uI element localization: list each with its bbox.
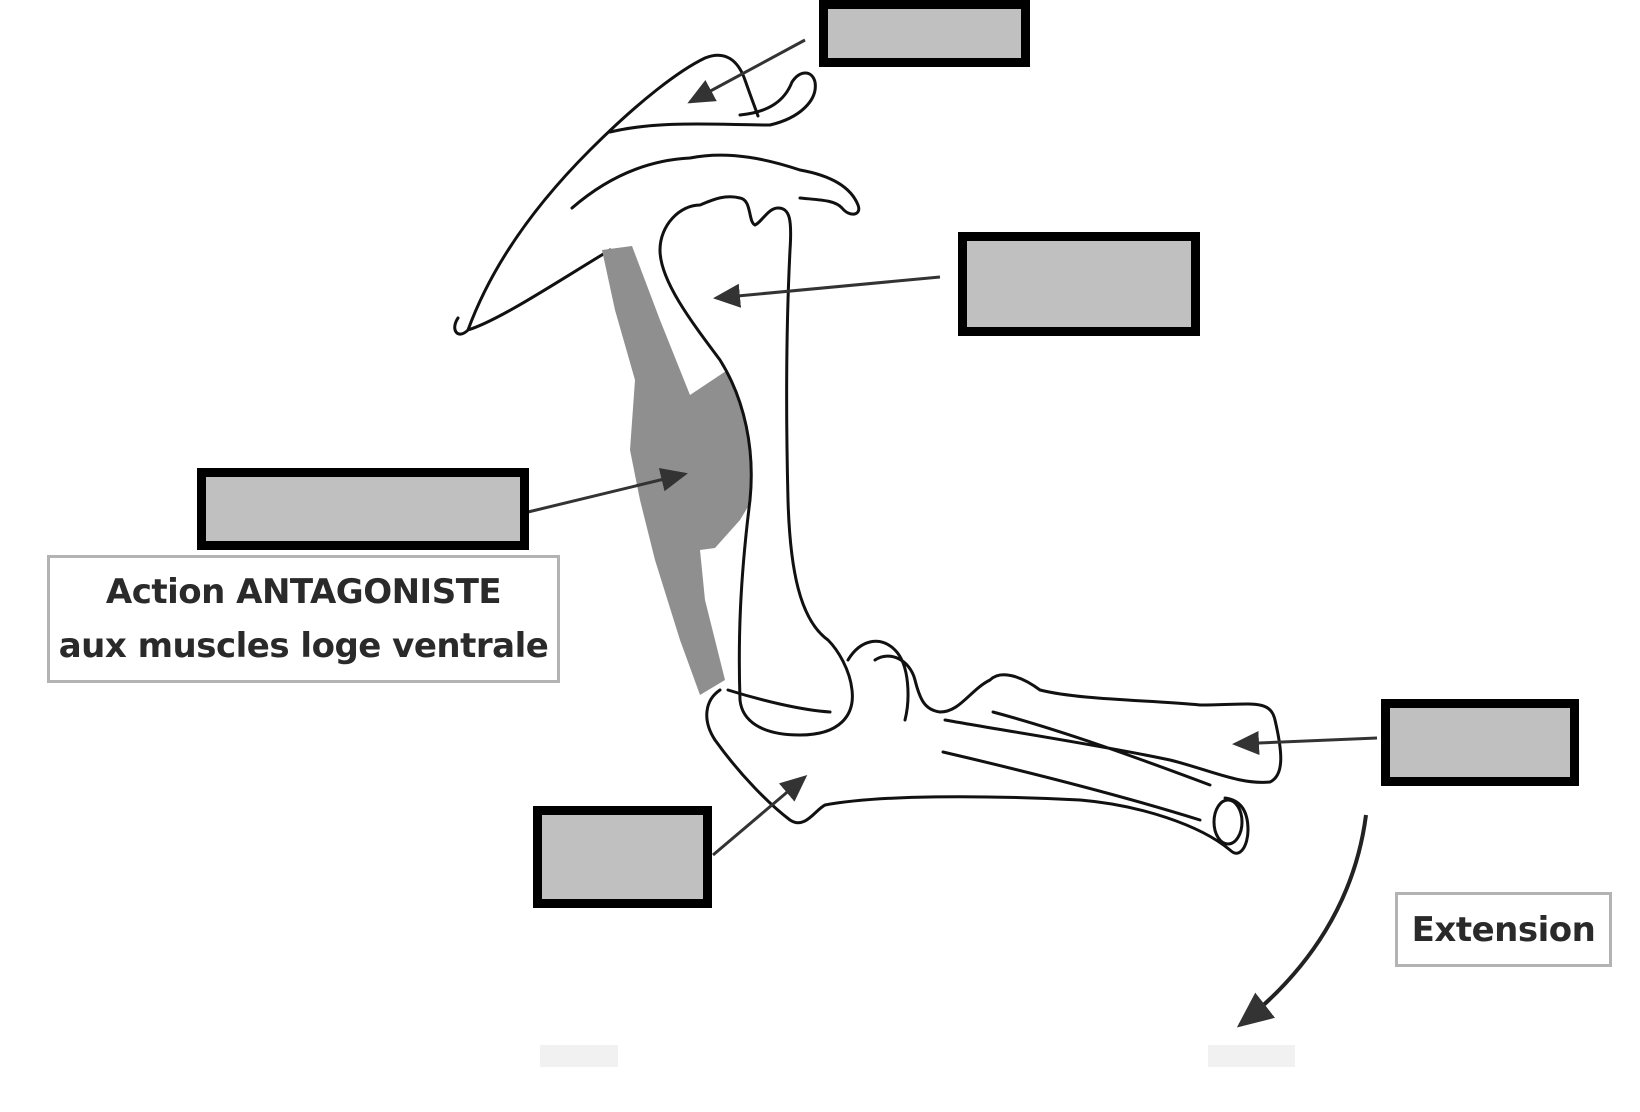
humerus-outline — [658, 195, 854, 737]
extension-caption-text: Extension — [1411, 909, 1596, 950]
antagonist-caption: Action ANTAGONISTE aux muscles loge vent… — [47, 555, 560, 683]
arrow-scapula — [687, 38, 806, 104]
scapula-spine — [570, 71, 861, 216]
radius-outline — [846, 639, 1283, 822]
arrow-triceps — [527, 467, 688, 514]
blank-label-radius[interactable] — [1381, 699, 1579, 786]
scapula-outline — [453, 53, 760, 336]
blank-label-triceps[interactable] — [197, 468, 529, 550]
arrow-humerus — [713, 275, 941, 308]
arrow-olecranon — [712, 775, 808, 857]
ulna-outline — [705, 688, 1250, 855]
antagonist-caption-line1: Action ANTAGONISTE — [105, 572, 502, 612]
extension-arrow — [1236, 814, 1368, 1028]
antagonist-caption-line2: aux muscles loge ventrale — [58, 626, 549, 666]
radius-distal-end — [1212, 798, 1244, 846]
blank-label-olecranon[interactable] — [533, 806, 712, 908]
blank-label-scapula[interactable] — [819, 0, 1030, 67]
extension-caption: Extension — [1395, 892, 1612, 967]
blank-label-humerus[interactable] — [958, 232, 1200, 336]
arrow-radius — [1232, 730, 1378, 755]
scan-artifact — [1208, 1045, 1295, 1067]
scan-artifact — [540, 1045, 618, 1067]
